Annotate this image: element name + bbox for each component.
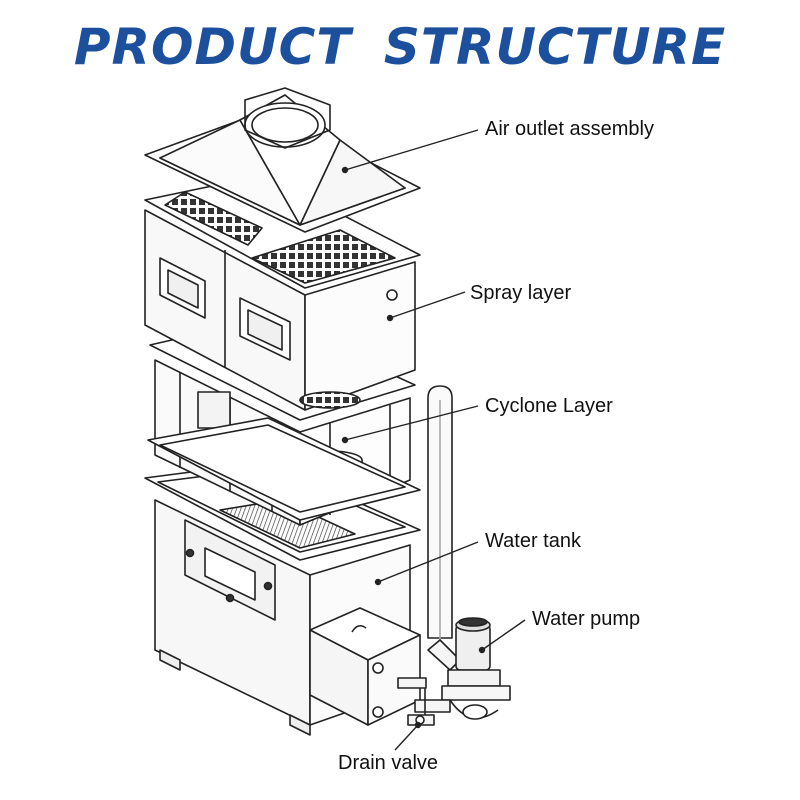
spray-layer	[144, 174, 421, 411]
label-spray-layer: Spray layer	[470, 282, 572, 304]
label-water-pump: Water pump	[532, 608, 641, 630]
water-pump	[414, 617, 511, 720]
air-outlet-assembly	[144, 87, 421, 233]
sump-box	[309, 607, 421, 726]
page-title: PRODUCT STRUCTURE	[73, 18, 727, 76]
label-cyclone-layer: Cyclone Layer	[485, 395, 613, 417]
pump-pipe	[427, 385, 461, 671]
label-drain-valve: Drain valve	[338, 752, 439, 774]
label-water-tank: Water tank	[485, 530, 581, 552]
label-air-outlet-assembly: Air outlet assembly	[485, 118, 654, 140]
